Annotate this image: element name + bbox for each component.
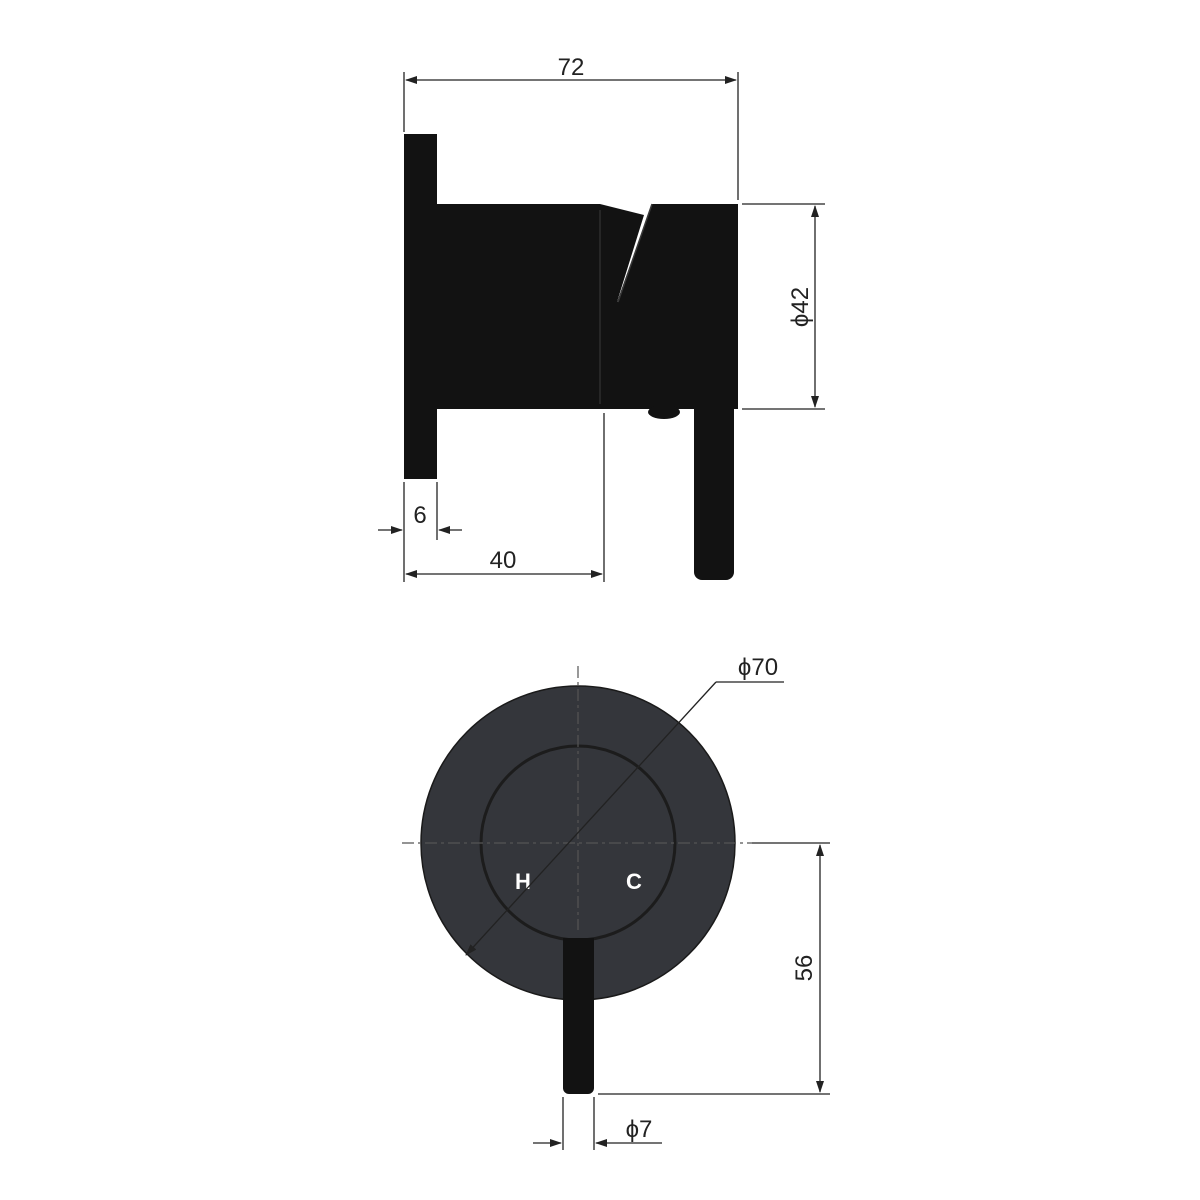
front-view: H C ϕ70 56 ϕ7 — [402, 654, 830, 1150]
body-depth-label: 40 — [490, 547, 517, 574]
handle-pivot-bump — [648, 405, 680, 419]
lever-handle-front-top — [563, 938, 594, 958]
hot-marking: H — [515, 869, 531, 894]
cold-marking: C — [626, 869, 642, 894]
dimension-plate-thickness: 6 — [378, 482, 462, 540]
lever-handle-top — [694, 409, 734, 429]
plate-diameter-label: ϕ70 — [738, 654, 778, 681]
overall-depth-label: 72 — [558, 54, 585, 81]
dimension-plate-diameter: ϕ70 — [465, 654, 784, 956]
handle-length-label: 56 — [791, 955, 818, 982]
valve-body-profile — [437, 204, 644, 409]
lever-handle-profile — [694, 409, 734, 580]
dimension-body-depth: 40 — [403, 413, 605, 582]
lever-handle-front — [563, 938, 594, 1094]
wall-plate-profile — [404, 134, 437, 479]
handle-hub-profile — [617, 204, 738, 409]
hub-seam-line — [617, 203, 653, 303]
side-view: 72 ϕ42 6 40 — [378, 54, 825, 582]
body-diameter-label: ϕ42 — [787, 287, 814, 327]
plate-thickness-label: 6 — [413, 502, 426, 529]
dimension-handle-length: 56 — [598, 842, 830, 1095]
dimension-handle-diameter: ϕ7 — [533, 1097, 662, 1150]
handle-diameter-label: ϕ7 — [626, 1116, 653, 1143]
dimension-body-diameter: ϕ42 — [742, 203, 825, 410]
dimension-overall-depth: 72 — [403, 54, 739, 200]
